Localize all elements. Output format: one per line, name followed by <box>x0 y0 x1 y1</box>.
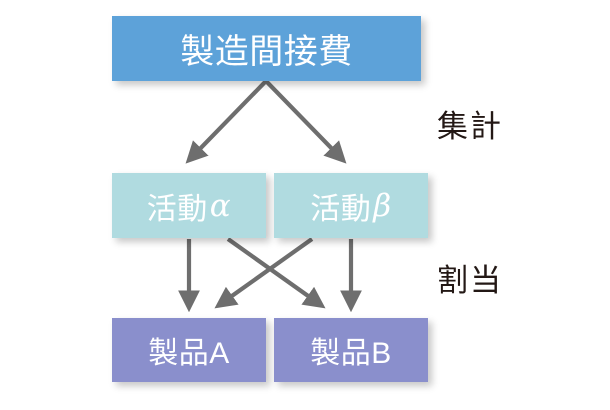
node-activity-beta-label: 活動 <box>310 192 372 226</box>
arrow-overhead-to-activity-alpha <box>185 79 268 164</box>
node-activity-alpha-symbol: α <box>209 187 232 224</box>
node-product-a-label: 製品A <box>148 337 230 370</box>
side-label-aggregation: 集計 <box>437 109 503 144</box>
node-product-a: 製品A <box>112 318 266 382</box>
node-manufacturing-overhead-label: 製造間接費 <box>180 33 353 71</box>
node-product-b-label: 製品B <box>310 337 392 370</box>
arrow-activity-alpha-to-product-b <box>226 237 326 309</box>
node-activity-beta: 活動 β <box>274 173 428 238</box>
node-activity-beta-symbol: β <box>373 187 392 224</box>
node-activity-alpha-label: 活動 <box>146 192 208 226</box>
arrow-activity-beta-to-product-a <box>214 237 314 309</box>
side-label-allocation: 割当 <box>437 263 503 298</box>
arrow-overhead-to-activity-beta <box>264 79 347 164</box>
node-activity-alpha: 活動 α <box>112 173 266 238</box>
node-product-b: 製品B <box>274 318 428 382</box>
node-manufacturing-overhead: 製造間接費 <box>112 16 421 81</box>
